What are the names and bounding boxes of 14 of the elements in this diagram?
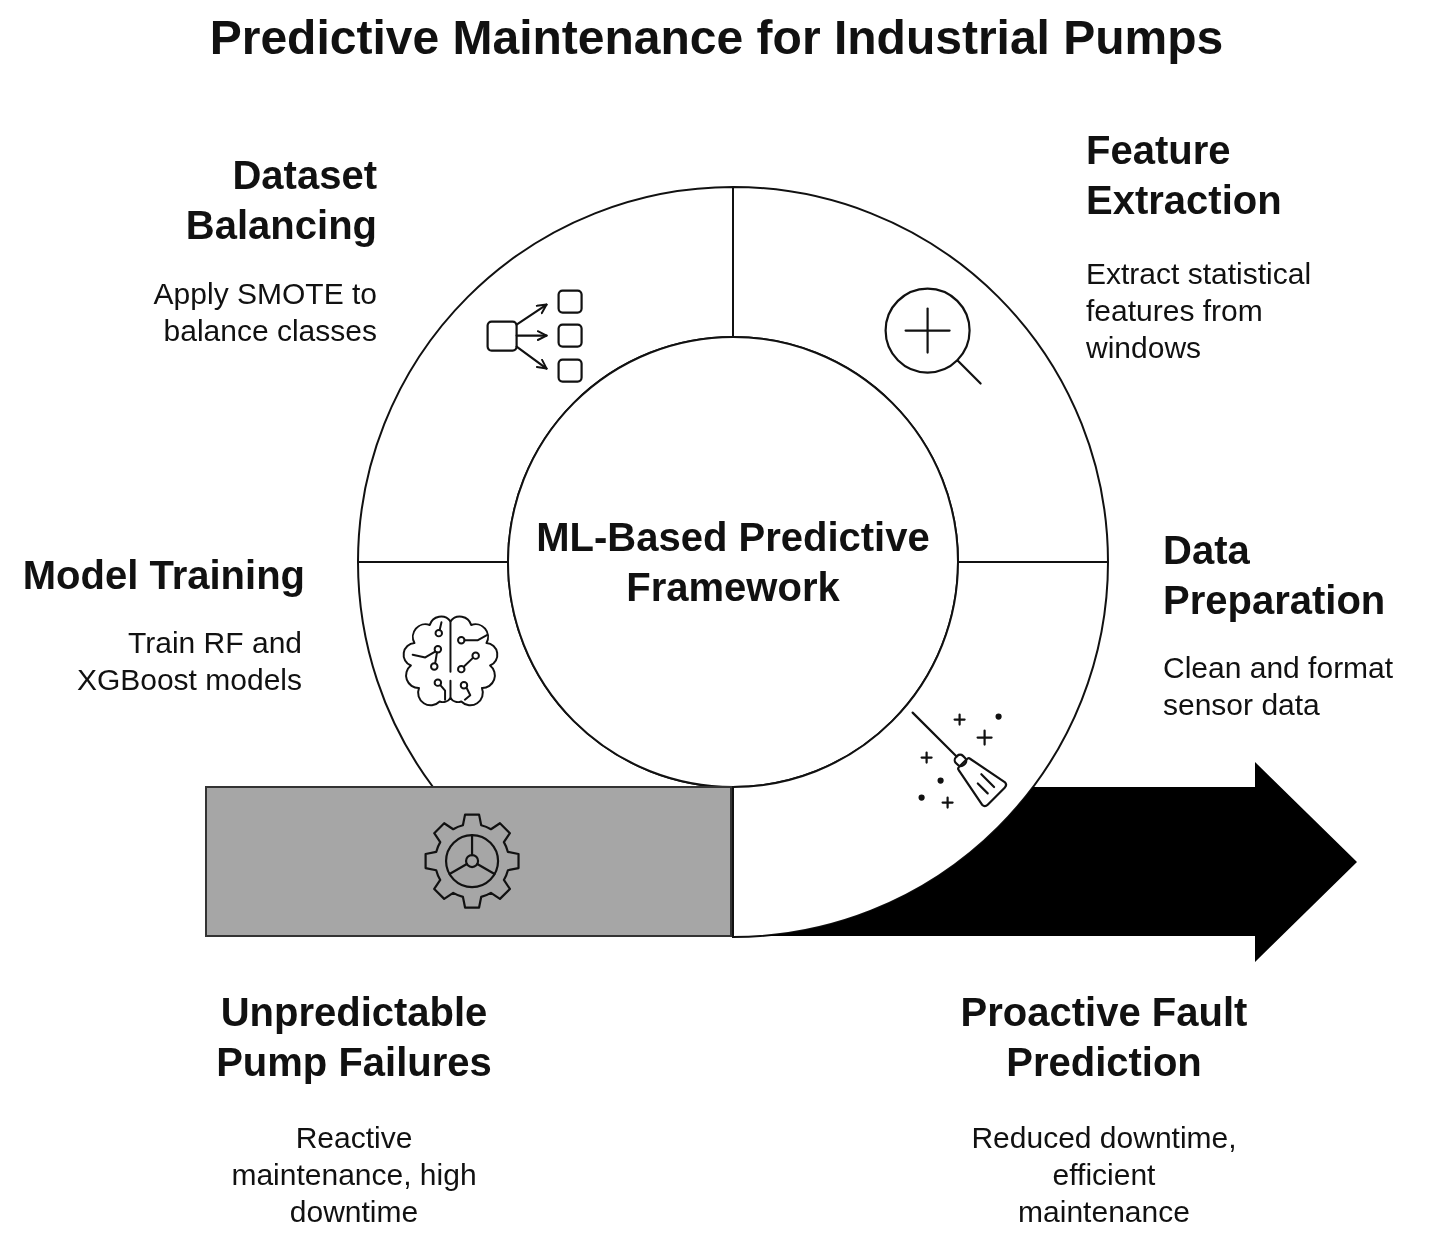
segment-title: Model Training (21, 552, 305, 599)
segment-description: Train RF and XGBoost models (75, 624, 302, 698)
segment-title: Dataset Balancing (184, 152, 377, 249)
segment-description: Apply SMOTE to balance classes (152, 275, 377, 349)
page-title: Predictive Maintenance for Industrial Pumps (209, 10, 1224, 66)
segment-title: Feature Extraction (1086, 127, 1283, 224)
stage-description: Reduced downtime, efficient maintenance (970, 1119, 1238, 1230)
stage-description: Reactive maintenance, high downtime (230, 1119, 478, 1230)
stage-title: Proactive Fault Prediction (960, 989, 1248, 1086)
segment-description: Clean and format sensor data (1163, 649, 1395, 723)
segment-title: Data Preparation (1163, 527, 1387, 624)
stage-title: Unpredictable Pump Failures (215, 989, 493, 1086)
center-label: ML-Based Predictive Framework (535, 514, 931, 611)
segment-description: Extract statistical features from windows (1086, 255, 1313, 366)
